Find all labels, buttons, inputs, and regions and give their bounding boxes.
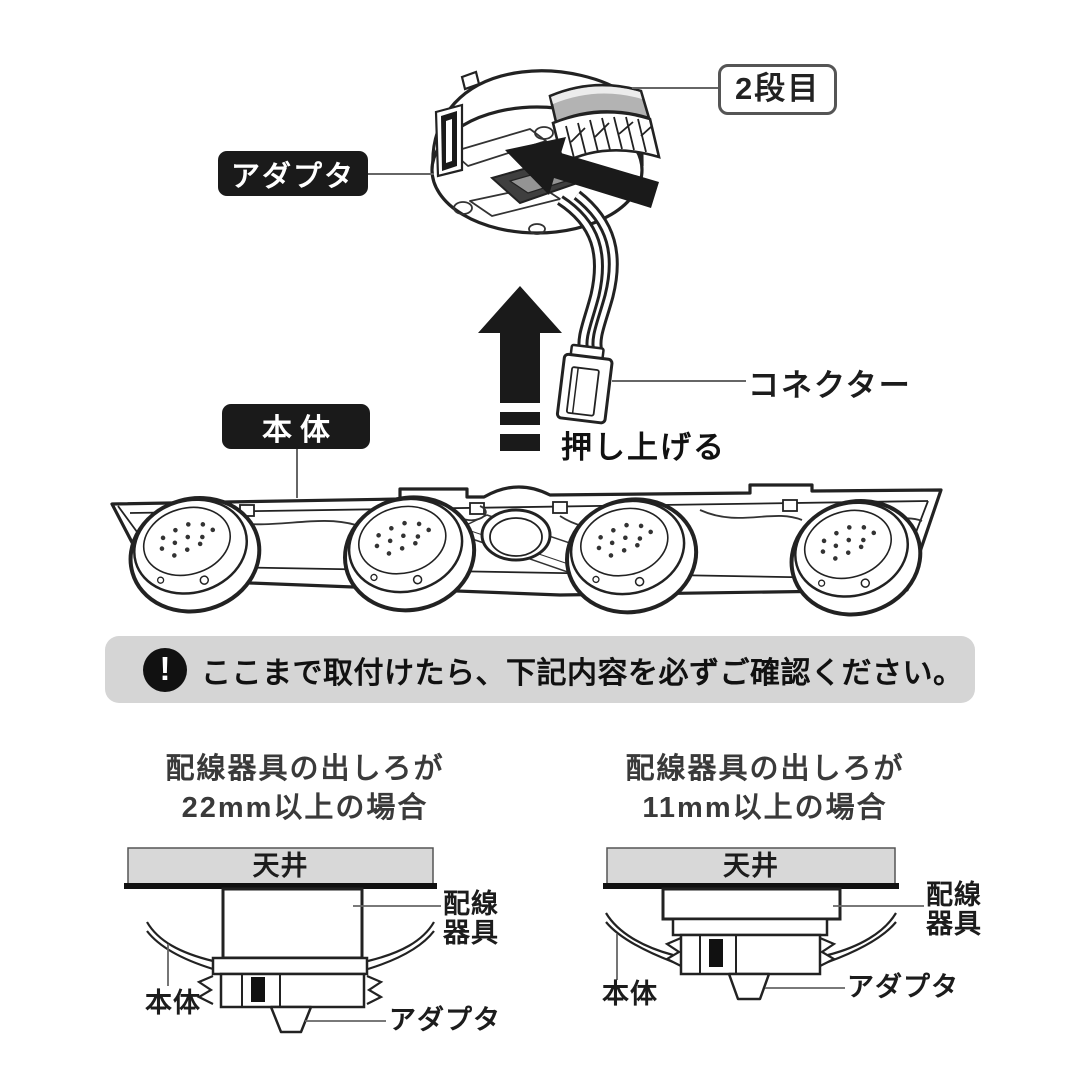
- body-label-11mm: 本体: [602, 979, 658, 1009]
- case-22mm-title-line1: 配線器具の出しろが: [165, 753, 445, 785]
- wiring-device-label-11mm-line1: 配線: [926, 880, 982, 910]
- case-diagram-11mm: [603, 847, 924, 1001]
- adapter-label-11mm: アダプタ: [847, 972, 959, 1002]
- case-22mm-title: 配線器具の出しろが 22mm以上の場合: [95, 750, 515, 828]
- ceiling-label-11mm: 天井: [723, 851, 779, 881]
- case-11mm-title-line1: 配線器具の出しろが: [625, 753, 905, 785]
- push-up-label: 押し上げる: [561, 430, 726, 465]
- wiring-device-label-22mm-line2: 器具: [443, 918, 499, 949]
- adapter-illustration: [430, 69, 661, 235]
- wiring-device-label-22mm: 配線 器具: [443, 889, 499, 949]
- case-diagram-22mm: [124, 847, 441, 1034]
- notice-text: ここまで取付けたら、下記内容を必ずご確認ください。: [201, 656, 964, 690]
- ceiling-label-22mm: 天井: [252, 851, 309, 881]
- adapter-callout: アダプタ: [218, 151, 368, 196]
- body-callout: 本体: [222, 404, 370, 449]
- wiring-device-label-11mm-line2: 器具: [926, 909, 982, 940]
- case-22mm-title-line2: 22mm以上の場合: [181, 791, 429, 824]
- adapter-label-22mm: アダプタ: [389, 1005, 501, 1035]
- step2-callout: 2段目: [718, 64, 838, 115]
- connector-illustration: [555, 190, 619, 425]
- exclamation-icon: !: [143, 647, 187, 692]
- up-arrow-icon: [478, 286, 562, 451]
- connector-label: コネクター: [748, 368, 912, 403]
- body-label-22mm: 本体: [145, 988, 201, 1018]
- wiring-device-label-11mm: 配線 器具: [926, 880, 982, 940]
- leader-lines: [296, 87, 746, 498]
- fixture-illustration: [110, 480, 943, 632]
- notice-banner: ! ここまで取付けたら、下記内容を必ずご確認ください。: [105, 636, 975, 703]
- wiring-device-label-22mm-line1: 配線: [443, 889, 499, 919]
- slide-arrow-icon: [505, 137, 659, 208]
- case-11mm-title: 配線器具の出しろが 11mm以上の場合: [555, 750, 975, 828]
- case-11mm-title-line2: 11mm以上の場合: [642, 791, 888, 824]
